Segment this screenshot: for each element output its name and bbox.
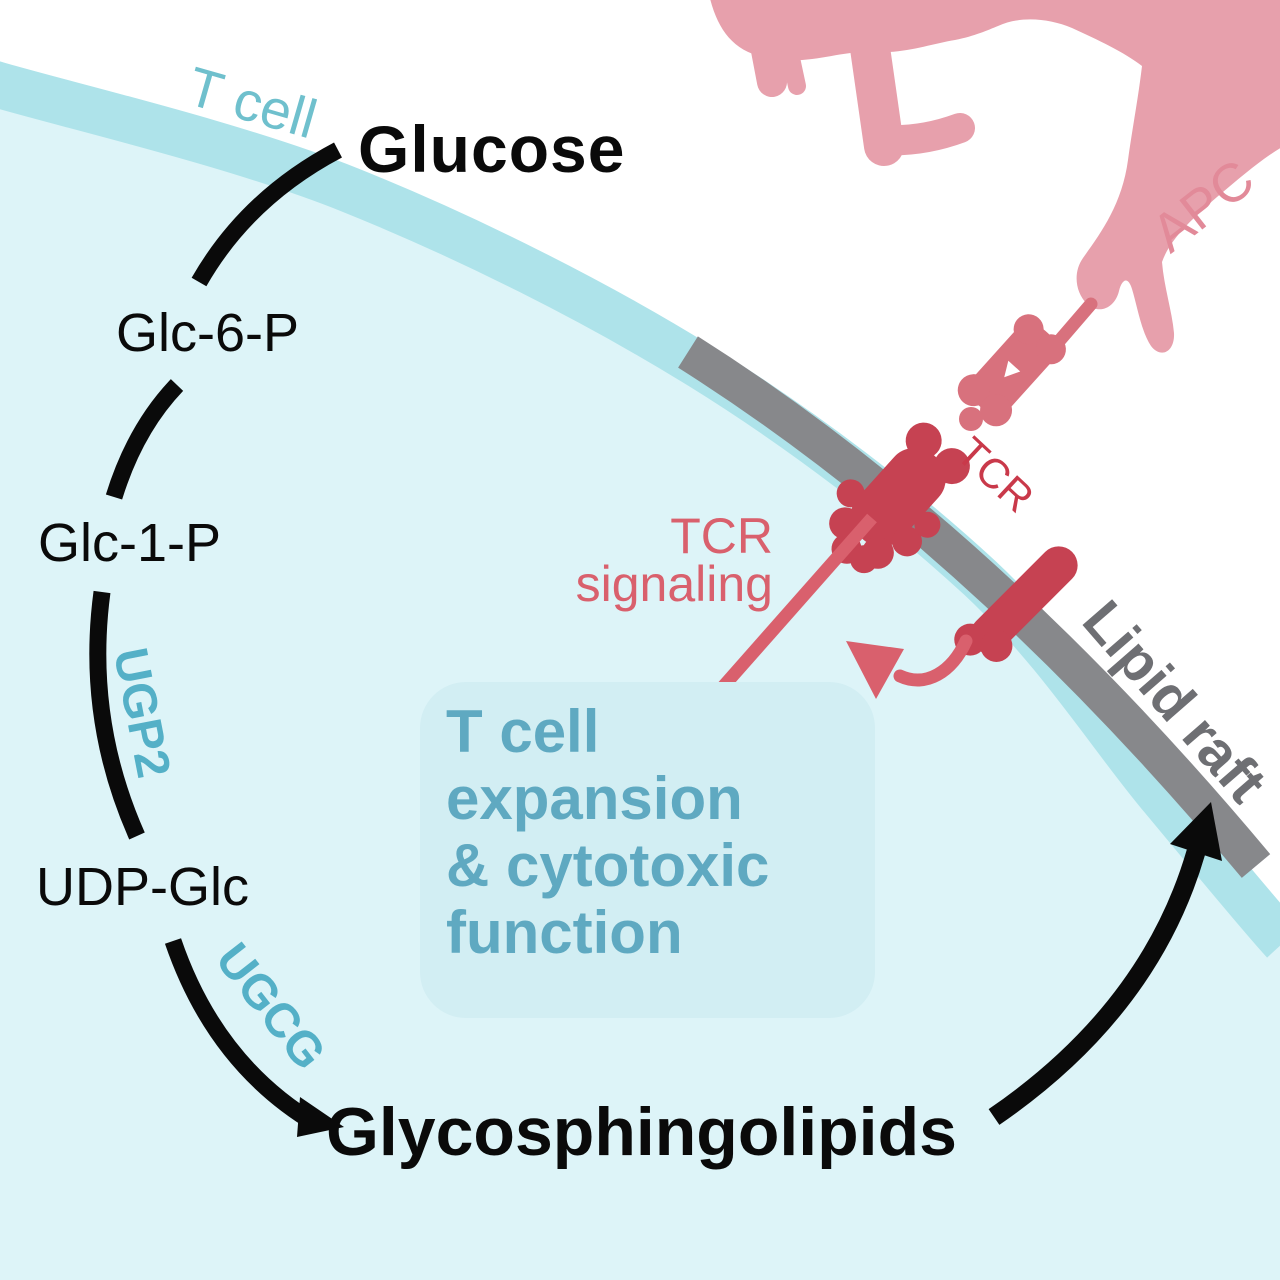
mhc-highlight [1004,360,1021,378]
apc-body [710,0,1280,353]
lipid-raft-band [678,336,1271,878]
mhc-stem [1053,297,1098,347]
tcr-signaling-line2: signaling [575,556,773,612]
arc-terminal-wedge [297,1097,344,1137]
metabolite-glucose: Glucose [358,112,626,186]
tcr-signaling-arrow [701,513,877,711]
raft-feedback-arrowhead [846,641,904,699]
metabolite-glycosphingolipids: Glycosphingolipids [326,1094,957,1170]
arc-udpglc-to-glyco [164,938,321,1132]
mhc-molecule [957,314,1066,427]
arc-glc1p-to-udpglc [89,590,145,840]
metabolite-glc-1-p: Glc-1-P [38,513,222,573]
pathway-arcs [89,142,342,1132]
metabolite-udp-glc: UDP-Glc [36,857,249,917]
outcome-line-2: expansion [446,765,743,832]
tcr-signaling-line1: TCR [670,508,773,564]
raft-feedback-arrow [893,634,973,687]
arc-glc6p-to-glc1p [105,379,184,500]
apc-drip-nub [782,49,806,95]
arc-glucose-to-glc6p [191,142,342,287]
apc-cell [710,0,1280,353]
outcome-line-1: T cell [446,698,600,765]
glyco-to-raft-arrow [988,849,1206,1125]
apc-drip-small [749,25,787,97]
tcr-signaling-label: TCR signaling [470,508,773,612]
apc-drip-branch [869,113,975,156]
outcome-line-3: & cytotoxic [446,832,770,899]
glyco-to-raft-arrowhead [1170,802,1222,861]
peptide-dot [959,407,983,431]
outcome-line-4: function [446,899,683,966]
metabolite-glc-6-p: Glc-6-P [116,303,300,363]
outcome-box: T cell expansion & cytotoxic function [420,682,875,1018]
